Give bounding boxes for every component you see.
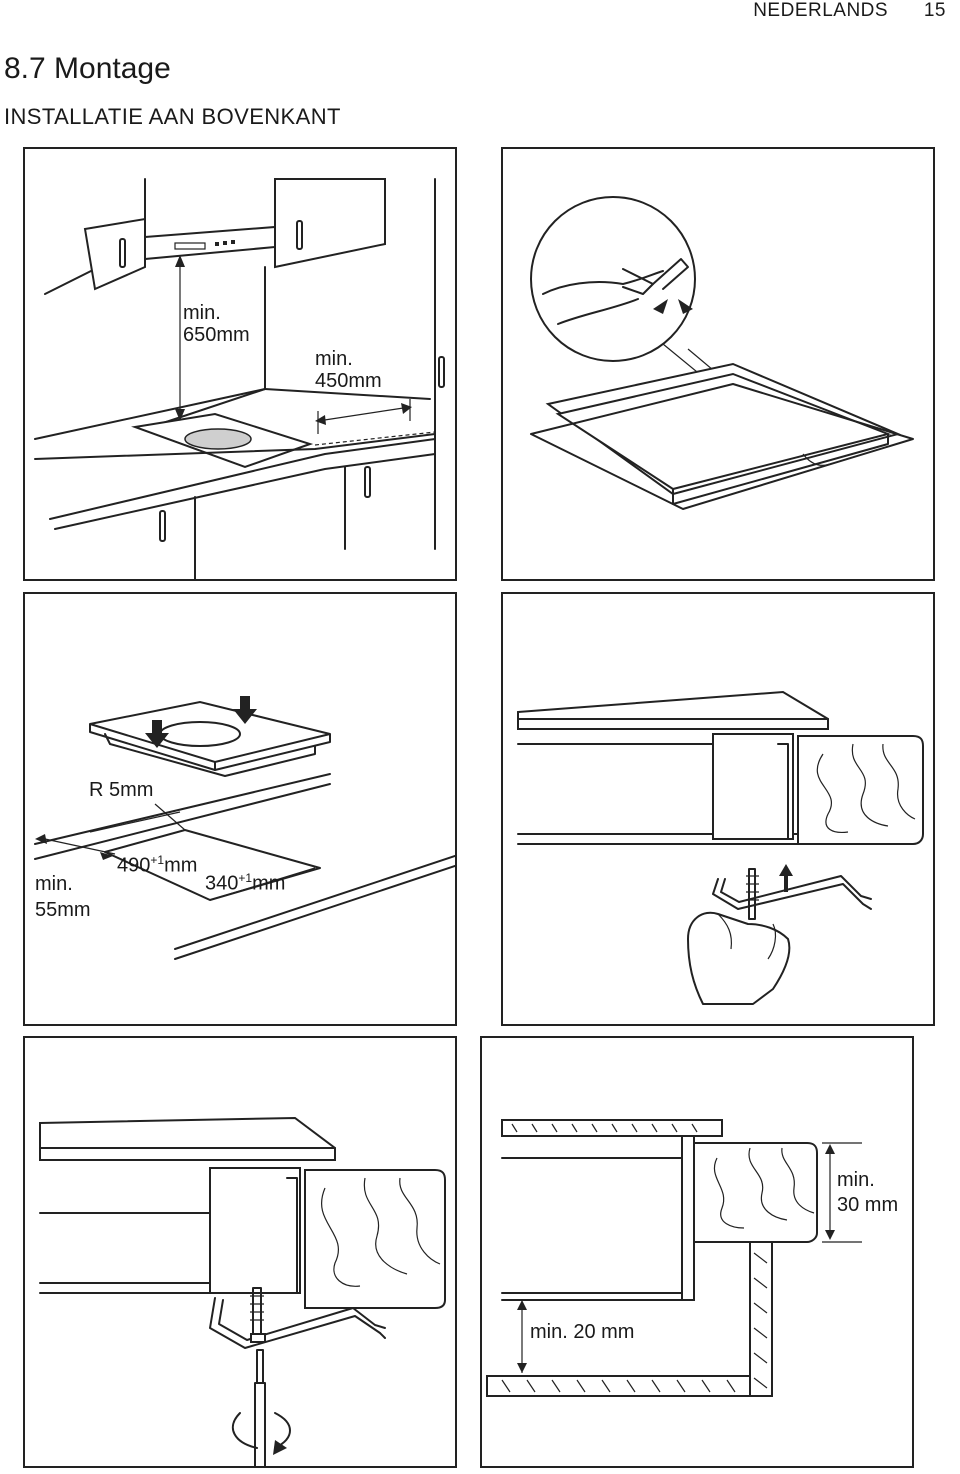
depth-value: 340 <box>205 872 239 895</box>
label-radius: R 5mm <box>89 779 154 801</box>
label-gap-min: min. 20 mm <box>530 1321 635 1343</box>
label-width: 490+1mm <box>117 848 197 878</box>
label-height-value: 650mm <box>183 324 250 346</box>
kitchen-clearances-drawing <box>34 178 445 579</box>
label-side-value: 450mm <box>315 370 382 392</box>
width-unit: mm <box>164 854 198 877</box>
depth-tolerance: +1 <box>238 871 253 885</box>
bracket-mounting-drawing <box>517 690 924 1005</box>
sealing-strip-drawing <box>530 196 914 510</box>
panel-sealing-strip <box>501 147 935 581</box>
section-subtitle: INSTALLATIE AAN BOVENKANT <box>4 104 341 129</box>
width-value: 490 <box>117 854 151 877</box>
cutout-dimensions-drawing <box>34 696 455 960</box>
label-side-min: min. <box>315 348 353 370</box>
panel-cabinet-clearances: min. 30 mm min. 20 mm <box>480 1036 914 1468</box>
screw-tightening-drawing <box>39 1116 446 1466</box>
label-edge-value: 55mm <box>35 899 91 921</box>
header-language: NEDERLANDS <box>753 0 889 21</box>
panel-cutout-dimensions: R 5mm 490+1mm 340+1mm min. 55mm <box>23 592 457 1026</box>
cabinet-clearances-drawing <box>486 1119 862 1397</box>
section-title: 8.7 Montage <box>4 52 171 85</box>
label-height-min: min. <box>183 302 221 324</box>
label-depth: 340+1mm <box>205 866 285 896</box>
panel-kitchen-clearances: min. 650mm min. 450mm <box>23 147 457 581</box>
label-thickness-min: min. <box>837 1169 875 1191</box>
panel-screw-tightening <box>23 1036 457 1468</box>
label-thickness-value: 30 mm <box>837 1194 899 1216</box>
depth-unit: mm <box>252 872 286 895</box>
label-edge-min: min. <box>35 873 73 895</box>
page-header: NEDERLANDS 15 <box>753 0 946 22</box>
panel-bracket-mounting <box>501 592 935 1026</box>
page-number: 15 <box>923 0 946 21</box>
width-tolerance: +1 <box>150 853 165 867</box>
